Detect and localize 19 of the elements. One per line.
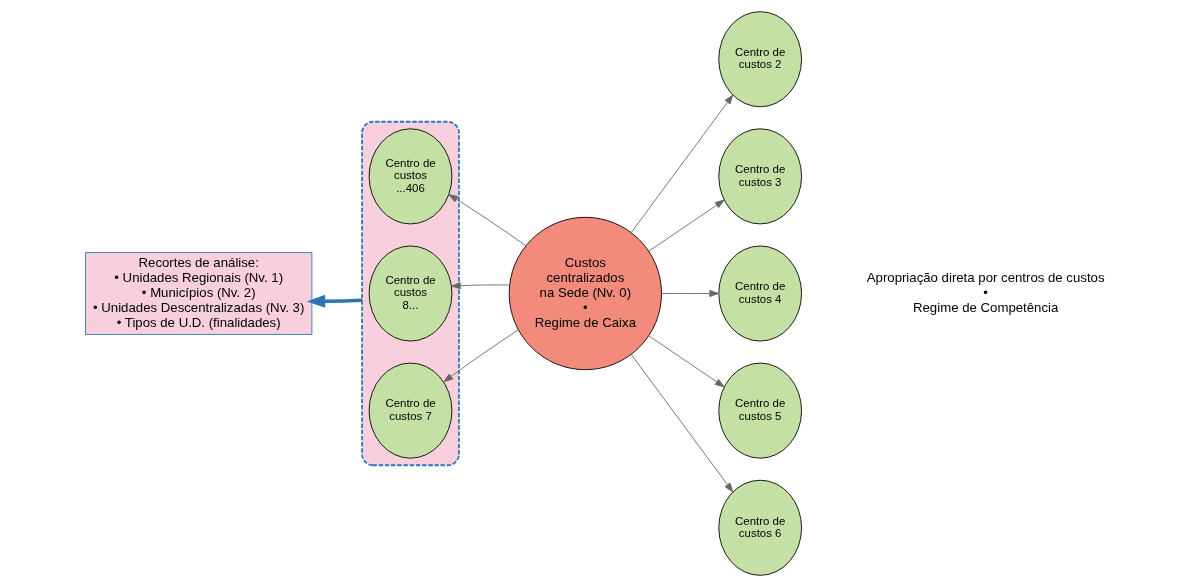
node-ellipse: Centro de custos 5 [718, 362, 802, 459]
arrow [451, 282, 510, 290]
node-ellipse: Centro de custos ...406 [368, 128, 453, 225]
arrow [630, 94, 734, 233]
arrow [661, 290, 720, 297]
label: • [983, 284, 988, 300]
arrow [630, 354, 734, 493]
label: Apropriação direta por centros de custos [866, 269, 1105, 285]
node-ellipse: Centro de custos 4 [718, 245, 802, 342]
arrow [448, 194, 527, 247]
label: Regime de Competência [912, 299, 1059, 315]
node-box: Recortes de análise: • Unidades Regionais (Nv. 1) • Municípios (Nv. 2) • Unidades Descentralizadas (Nv. 3) • Tipos de U.D. (finalidades) [85, 252, 313, 335]
node-circle: Custos centralizados na Sede (Nv. 0) • Regime de Caixa [508, 216, 662, 371]
arrow [443, 329, 519, 383]
node-ellipse: Centro de custos 8... [368, 245, 453, 342]
arrow [648, 199, 725, 252]
arrow [306, 294, 363, 308]
node-ellipse: Centro de custos 3 [718, 128, 802, 225]
arrow [648, 335, 725, 388]
